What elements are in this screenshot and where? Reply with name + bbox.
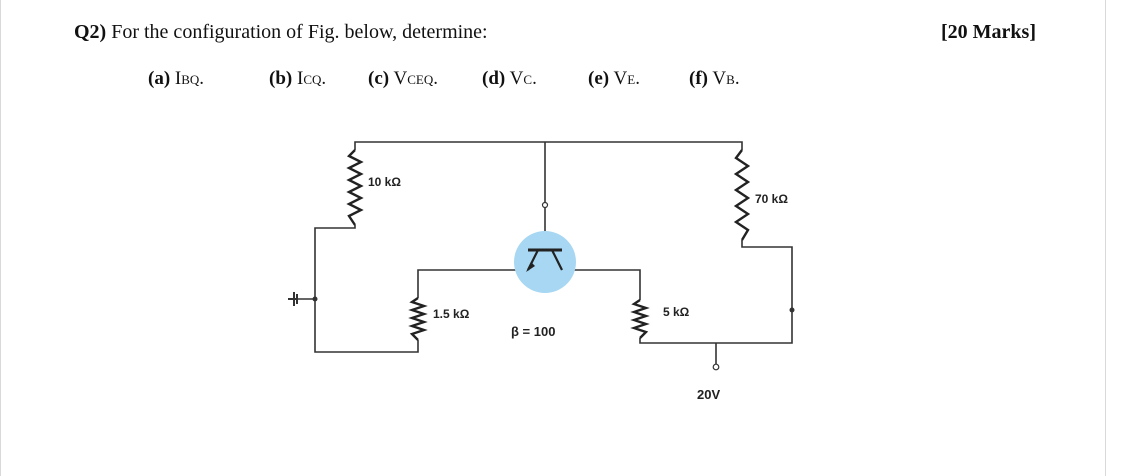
resistor-5k-icon bbox=[630, 299, 650, 339]
beta-label: β = 100 bbox=[511, 324, 555, 339]
question-text: For the configuration of Fig. below, det… bbox=[111, 21, 488, 43]
emitter-arrow-icon bbox=[526, 262, 535, 272]
part-f: (f) VB. bbox=[689, 68, 740, 89]
resistor-70k-icon bbox=[733, 149, 751, 241]
ground-icon bbox=[288, 292, 298, 306]
question-number: Q2) bbox=[74, 21, 107, 43]
r1-label: 10 kΩ bbox=[368, 175, 401, 189]
part-a: (a) IBQ. bbox=[148, 68, 205, 89]
resistor-1k5-icon bbox=[408, 297, 428, 341]
part-c: (c) VCEQ. bbox=[368, 68, 438, 89]
r3-label: 5 kΩ bbox=[663, 305, 690, 319]
r2-label: 1.5 kΩ bbox=[433, 307, 470, 321]
r4-label: 70 kΩ bbox=[755, 192, 788, 206]
marks-label: [20 Marks] bbox=[941, 21, 1036, 43]
collector-terminal-icon bbox=[541, 201, 549, 209]
junction-dots bbox=[312, 296, 795, 313]
transistor-highlight bbox=[514, 231, 576, 293]
question-heading: Q2) For the configuration of Fig. below,… bbox=[74, 21, 488, 44]
part-e: (e) VE. bbox=[588, 68, 640, 89]
resistor-10k-icon bbox=[346, 149, 364, 226]
supply-terminal-icon bbox=[712, 363, 720, 371]
part-d: (d) VC. bbox=[482, 68, 537, 89]
part-b: (b) ICQ. bbox=[269, 68, 327, 89]
supply-label: 20V bbox=[697, 387, 720, 402]
